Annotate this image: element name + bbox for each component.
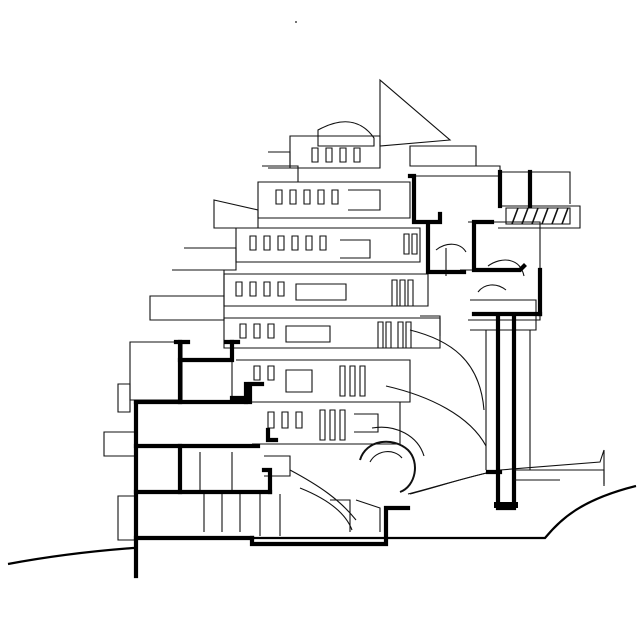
terrace-levels [149, 181, 441, 445]
column-base [494, 502, 518, 508]
drawing-speck [295, 21, 297, 23]
roof-elements [262, 78, 477, 183]
right-platform [514, 469, 605, 486]
structural-walls [133, 169, 543, 579]
curved-ramps [289, 243, 525, 531]
ground-slope-right [409, 449, 605, 495]
ground-line [7, 484, 637, 566]
